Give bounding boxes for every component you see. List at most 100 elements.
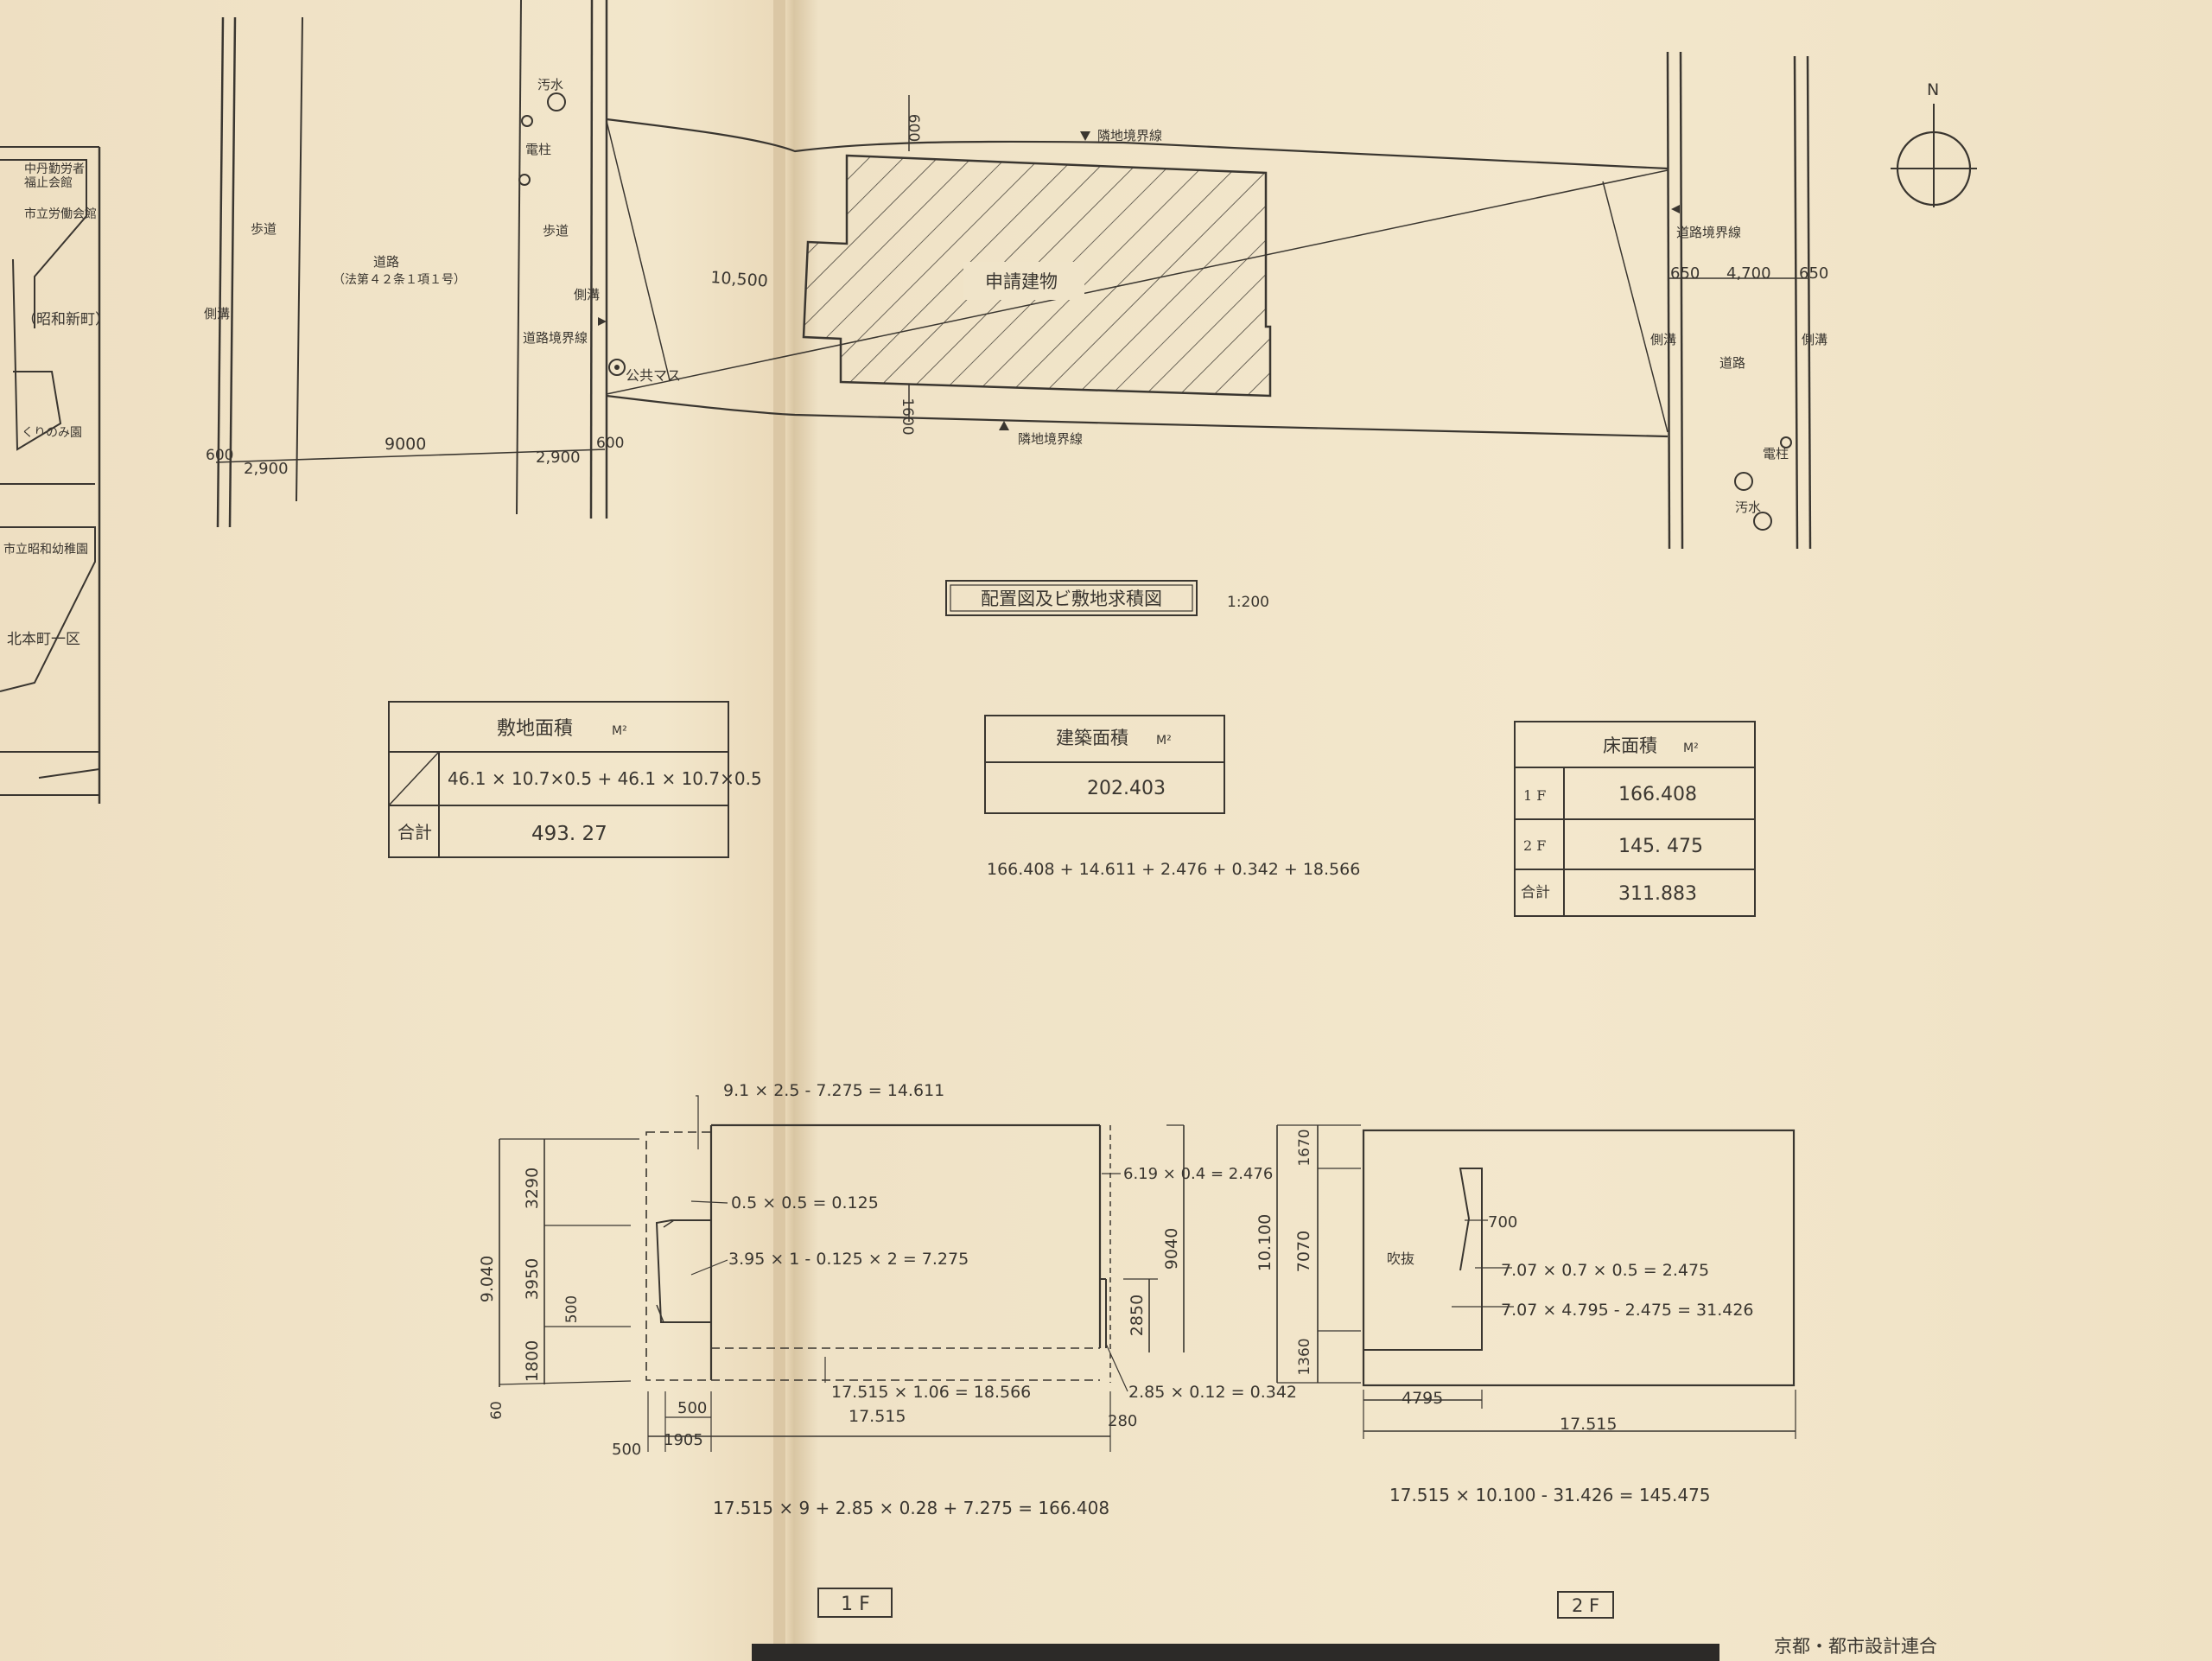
- vicinity-label: 北本町一区: [7, 631, 80, 648]
- sewage-manhole-icon: [1734, 472, 1753, 491]
- site-area-table: 敷地面積 M² 46.1 × 10.7×0.5 + 46.1 × 10.7×0.…: [388, 701, 762, 858]
- building-area-table: 建築面積 M² 202.403 166.408 + 14.611 + 2.476…: [984, 715, 1360, 879]
- floor-plan-label: 2 F: [1572, 1595, 1599, 1616]
- building-label-backing: [963, 262, 1084, 300]
- dim-label: 500: [677, 1399, 707, 1417]
- plan-title-text: 配置図及ビ敷地求積図: [981, 589, 1162, 609]
- table-header: 床面積: [1603, 735, 1657, 756]
- floor-label: 1 F: [1523, 787, 1546, 804]
- building-label: 申請建物: [985, 271, 1058, 292]
- public-manhole-icon: [608, 359, 626, 376]
- dim-label: 3950: [523, 1258, 542, 1300]
- plan-2f: 吹抜 1670 7070 1360 10.100 700 7.07 × 0.7 …: [1255, 1124, 1796, 1619]
- dim-label: 10.100: [1255, 1214, 1274, 1271]
- left-road: 歩道 側溝 道路 （法第４２条１項１号） 歩道 側溝 道路境界線 汚水 電柱 公…: [204, 0, 681, 528]
- sidewalk-label: 歩道: [251, 221, 276, 237]
- dim-label: 9.040: [478, 1256, 497, 1302]
- dim-label: 600: [206, 447, 233, 464]
- public-manhole-label: 公共マス: [626, 367, 681, 384]
- road-boundary-label: 道路境界線: [523, 330, 588, 346]
- floor-area-table: 床面積 M² 1 F 166.408 2 F 145. 475 合計 311.8…: [1514, 721, 1756, 917]
- scale-label: 1:200: [1227, 594, 1269, 611]
- gutter-label: 側溝: [204, 306, 230, 321]
- dim-label: 500: [612, 1441, 641, 1459]
- dim-label: 650: [1799, 264, 1828, 283]
- dim-label: 2850: [1128, 1295, 1147, 1336]
- north-label: N: [1927, 80, 1939, 99]
- plan-1f: 9.1 × 2.5 - 7.275 = 14.611 0.5 × 0.5 = 0…: [478, 1081, 1297, 1618]
- gutter-label: 側溝: [1650, 332, 1676, 347]
- firm-name: 京都・都市設計連合: [1774, 1636, 1937, 1657]
- dim-label: 600: [596, 435, 624, 452]
- gutter-label: 側溝: [574, 287, 600, 302]
- north-arrow: N: [1891, 80, 1977, 207]
- utility-pole-label: 電柱: [1763, 446, 1789, 461]
- area-annotation: 2.85 × 0.12 = 0.342: [1128, 1383, 1297, 1402]
- dim-label: 1670: [1296, 1129, 1313, 1166]
- utility-pole-icon: [1780, 436, 1792, 449]
- vicinity-label: （昭和新町）: [22, 311, 110, 328]
- area-annotation: 7.07 × 0.7 × 0.5 = 2.475: [1501, 1261, 1709, 1280]
- vicinity-label: 中丹勤労者: [24, 162, 85, 176]
- bottom-edge-shadow: [752, 1644, 1719, 1661]
- boundary-label: 隣地境界線: [1097, 128, 1162, 143]
- floor-plan-label: 1 F: [841, 1594, 870, 1615]
- area-annotation: 7.07 × 4.795 - 2.475 = 31.426: [1501, 1301, 1754, 1320]
- sewage-label: 汚水: [537, 77, 563, 92]
- vicinity-label: 市立昭和幼稚園: [3, 542, 88, 557]
- vicinity-map: 中丹勤労者 福止会館 市立労働会館 （昭和新町） くりのみ園 市立昭和幼稚園 北…: [0, 146, 110, 804]
- road-boundary-label: 道路境界線: [1676, 225, 1741, 240]
- dim-label: 500: [563, 1295, 581, 1323]
- sewage-label: 汚水: [1735, 500, 1761, 515]
- sidewalk-label: 歩道: [543, 223, 569, 239]
- dim-label: 2,900: [244, 460, 289, 478]
- area-annotation: 700: [1488, 1213, 1517, 1231]
- dim-label: 60: [488, 1401, 505, 1420]
- dim-label: 17.515: [1560, 1415, 1617, 1434]
- area-annotation: 0.5 × 0.5 = 0.125: [731, 1193, 879, 1212]
- right-road: 道路境界線 側溝 道路 側溝 電柱 汚水 650 4,700 650: [1650, 51, 1828, 550]
- boundary-marker-icon: [598, 317, 607, 326]
- dim-label: 1800: [523, 1340, 542, 1382]
- unit-label: M²: [612, 724, 627, 738]
- sewage-manhole-icon: [1753, 512, 1772, 531]
- area-annotation: 3.95 × 1 - 0.125 × 2 = 7.275: [728, 1250, 969, 1269]
- floor-formula: 17.515 × 9 + 2.85 × 0.28 + 7.275 = 166.4…: [713, 1498, 1109, 1518]
- total-label: 合計: [397, 822, 432, 843]
- boundary-marker-icon: [1671, 205, 1680, 213]
- vicinity-label: くりのみ園: [22, 426, 82, 440]
- vicinity-label: 福止会館: [24, 175, 73, 190]
- dim-label: 1905: [664, 1431, 703, 1449]
- dim-label: 17.515: [849, 1407, 906, 1426]
- site-area-total: 493. 27: [531, 823, 607, 845]
- table-header: 敷地面積: [497, 718, 573, 740]
- dim-label: 9000: [385, 435, 426, 454]
- building-area-formula: 166.408 + 14.611 + 2.476 + 0.342 + 18.56…: [987, 860, 1360, 879]
- utility-pole-label: 電柱: [525, 142, 551, 157]
- utility-pole-icon: [518, 174, 531, 186]
- area-annotation: 17.515 × 1.06 = 18.566: [831, 1383, 1031, 1402]
- utility-pole-icon: [521, 115, 533, 127]
- dim-label: 600: [905, 114, 922, 142]
- dim-label: 3290: [523, 1168, 542, 1209]
- total-label: 合計: [1521, 884, 1550, 901]
- site-plan: 申請建物 600 1600 10,500 隣地境界線 隣地境界線: [606, 95, 1669, 447]
- dim-label: 2,900: [536, 449, 581, 467]
- void-label: 吹抜: [1387, 1251, 1414, 1267]
- sewage-manhole-icon: [547, 92, 566, 111]
- road-law-label: （法第４２条１項１号）: [333, 272, 466, 287]
- floor-area-total: 311.883: [1618, 883, 1697, 905]
- floor-area-value: 145. 475: [1618, 836, 1703, 857]
- unit-label: M²: [1683, 741, 1699, 755]
- area-annotation: 9.1 × 2.5 - 7.275 = 14.611: [723, 1081, 944, 1100]
- site-area-formula: 46.1 × 10.7×0.5 + 46.1 × 10.7×0.5: [448, 768, 762, 789]
- dim-label: 4,700: [1726, 264, 1771, 283]
- floor-label: 2 F: [1523, 837, 1546, 854]
- dim-label: 7070: [1294, 1231, 1313, 1272]
- boundary-label: 隣地境界線: [1018, 431, 1083, 447]
- dim-label: 1360: [1296, 1338, 1313, 1375]
- building-area-value: 202.403: [1087, 778, 1166, 799]
- vicinity-label: 市立労働会館: [24, 207, 97, 221]
